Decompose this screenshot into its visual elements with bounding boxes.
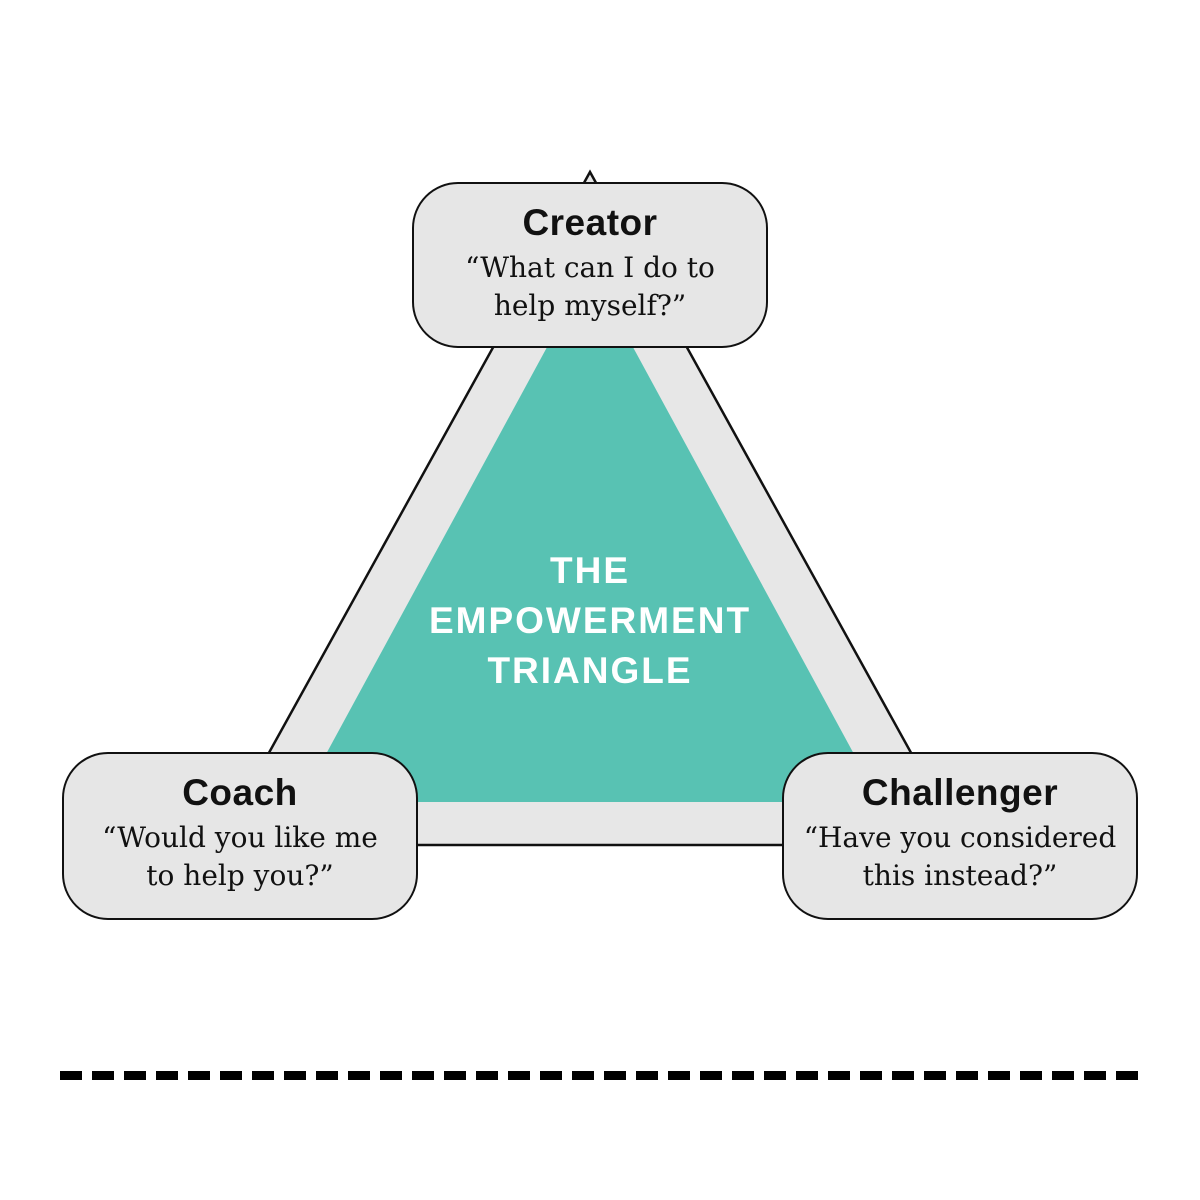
triangle-title-line: TRIANGLE [487,650,693,691]
quote-line: this instead?” [862,859,1058,892]
quote-line: to help you?” [146,859,334,892]
node-challenger-quote: “Have you considered this instead?” [784,819,1136,895]
triangle-center-title: THE EMPOWERMENT TRIANGLE [340,546,840,696]
node-creator-label: Creator [522,202,658,243]
node-coach-label: Coach [182,772,298,813]
node-coach-quote: “Would you like me to help you?” [64,819,416,895]
triangle-title-line: THE [550,550,630,591]
dashed-divider [60,1071,1140,1080]
node-challenger: Challenger “Have you considered this ins… [782,752,1138,920]
node-coach: Coach “Would you like me to help you?” [62,752,418,920]
triangle-inner [300,268,880,802]
quote-line: help myself?” [493,289,687,322]
node-challenger-label: Challenger [861,772,1059,813]
node-creator-quote: “What can I do to help myself?” [414,249,766,325]
quote-line: “Would you like me [102,821,378,854]
node-creator: Creator “What can I do to help myself?” [412,182,768,348]
quote-line: “What can I do to [465,251,715,284]
quote-line: “Have you considered [803,821,1117,854]
triangle-title-line: EMPOWERMENT [428,600,752,641]
